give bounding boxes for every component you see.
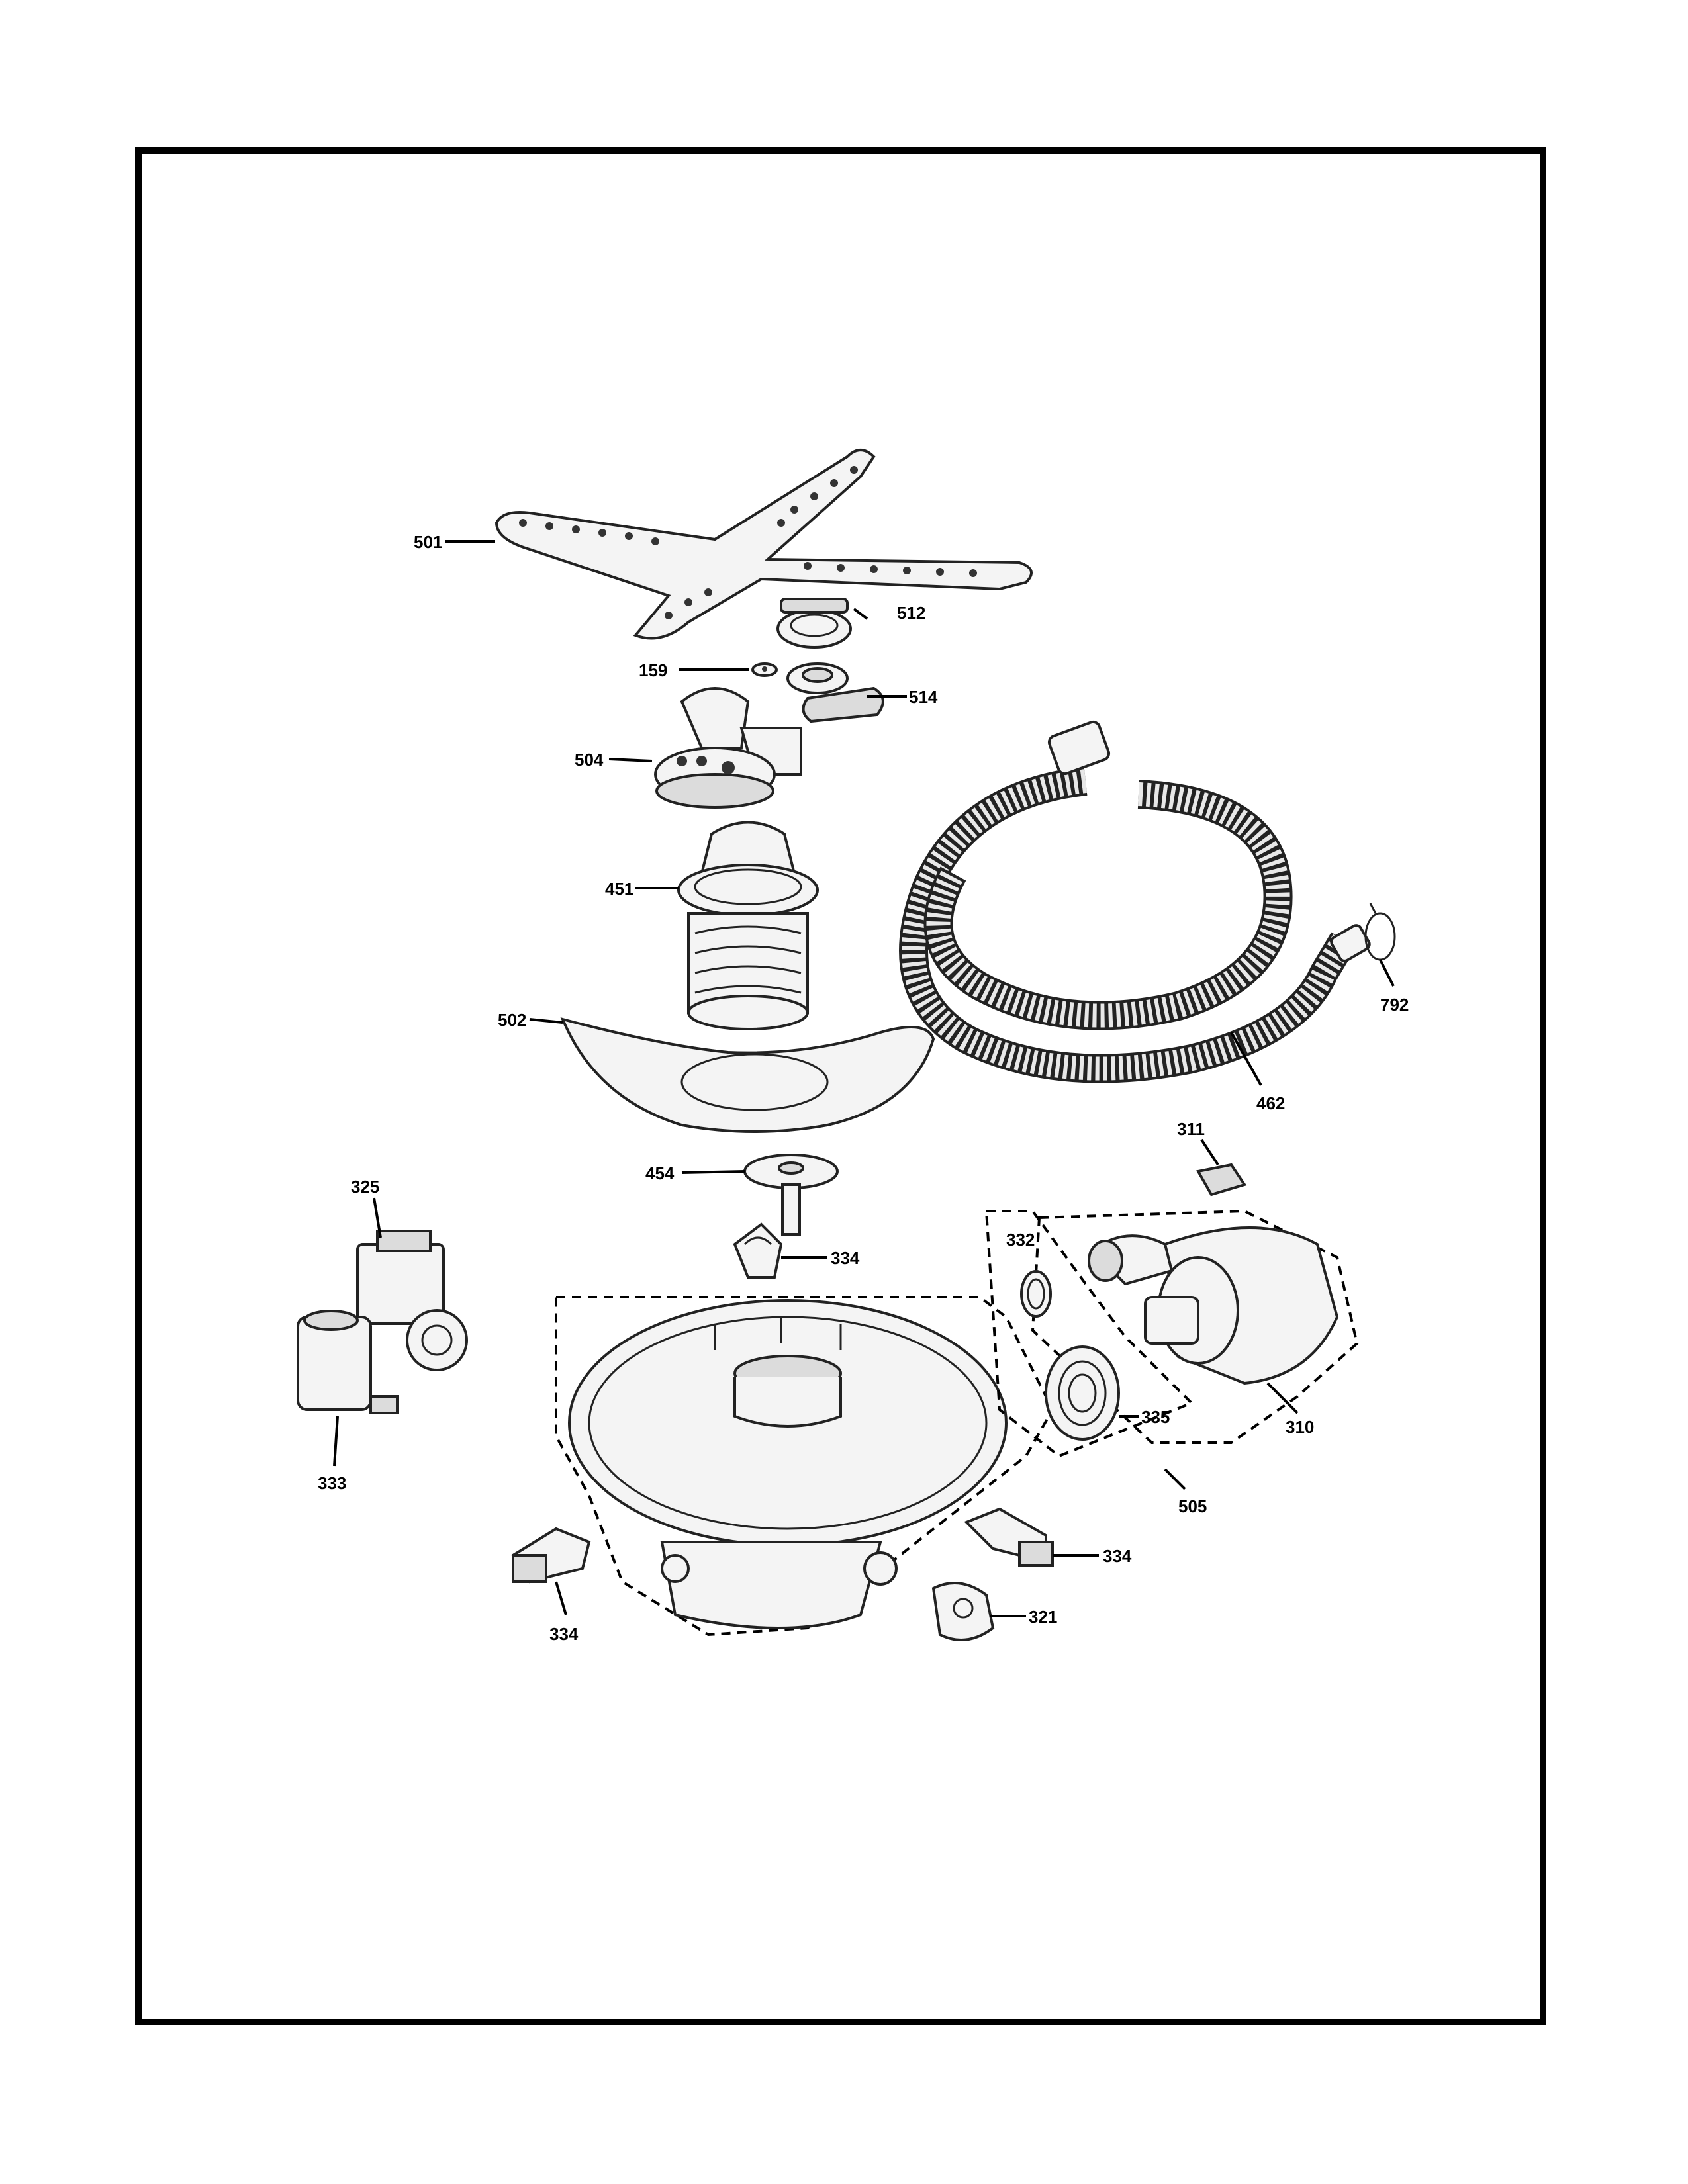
part-335-seal[interactable] <box>1045 1345 1120 1441</box>
part-512-bearing[interactable] <box>776 598 852 649</box>
part-462-drain-hose[interactable] <box>899 720 1372 1083</box>
callout-792: 792 <box>1380 995 1409 1015</box>
part-311[interactable] <box>1196 1163 1247 1197</box>
callout-334-right: 334 <box>1103 1546 1132 1566</box>
callout-334-left: 334 <box>549 1624 579 1644</box>
part-334-clip-upper[interactable] <box>733 1222 783 1279</box>
group-310-outline <box>1031 1209 1359 1444</box>
callout-334-upper: 334 <box>831 1248 860 1268</box>
part-332-clamp[interactable] <box>1020 1270 1052 1318</box>
part-310-circulation-pump[interactable] <box>1088 1226 1339 1385</box>
callout-321: 321 <box>1029 1607 1057 1627</box>
callout-335: 335 <box>1141 1407 1170 1427</box>
group-332-335-outline <box>984 1210 1194 1458</box>
part-502-deflector[interactable] <box>560 1017 935 1133</box>
callout-504: 504 <box>575 750 604 770</box>
part-514-hub[interactable] <box>786 662 884 723</box>
part-504-manifold[interactable] <box>654 687 802 809</box>
part-451-filter[interactable] <box>677 821 819 1030</box>
part-334-clip-left[interactable] <box>511 1527 591 1584</box>
part-454-disc[interactable] <box>743 1154 839 1236</box>
callout-310: 310 <box>1286 1417 1314 1437</box>
group-505-outline <box>555 1296 1055 1637</box>
part-321-sensor[interactable] <box>931 1582 995 1641</box>
callout-332: 332 <box>1006 1230 1035 1250</box>
part-505-sump[interactable] <box>568 1299 1008 1629</box>
callout-512: 512 <box>897 603 925 623</box>
callout-462: 462 <box>1256 1093 1285 1113</box>
callout-159: 159 <box>639 660 667 680</box>
callout-514: 514 <box>909 687 938 707</box>
part-333-pump[interactable] <box>297 1310 399 1414</box>
part-334-clip-right[interactable] <box>964 1507 1054 1567</box>
callout-501: 501 <box>414 532 442 552</box>
part-325-pump[interactable] <box>356 1230 468 1371</box>
diagram-border <box>135 147 1546 2025</box>
callout-325: 325 <box>351 1177 379 1197</box>
callout-505: 505 <box>1178 1496 1207 1516</box>
callout-311: 311 <box>1177 1119 1205 1139</box>
callout-451: 451 <box>605 879 633 899</box>
callout-333: 333 <box>318 1473 346 1493</box>
callout-502: 502 <box>498 1010 526 1030</box>
part-501-spray-arm[interactable] <box>494 449 1033 640</box>
part-792-clamp[interactable] <box>1364 903 1396 961</box>
callout-454: 454 <box>645 1163 675 1183</box>
part-159-washer[interactable] <box>751 662 778 677</box>
